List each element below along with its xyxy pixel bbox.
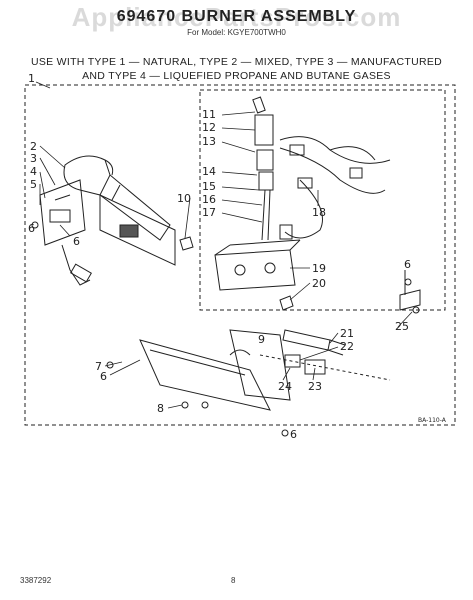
- callout-6d: 6: [404, 258, 411, 271]
- gas-pipe: [282, 329, 346, 356]
- callout-9: 9: [258, 333, 265, 346]
- orifice-fittings: [179, 236, 294, 311]
- side-bracket: [399, 270, 421, 311]
- callout-11: 11: [202, 108, 216, 121]
- document-number: 3387292: [20, 576, 52, 585]
- callout-4: 4: [30, 165, 37, 178]
- model-subtitle: For Model: KGYE700TWH0: [187, 28, 286, 37]
- leader-lines: [35, 81, 413, 409]
- shield-label: [119, 224, 139, 238]
- callout-10: 10: [177, 192, 191, 205]
- callout-17: 17: [202, 206, 216, 219]
- callout-21: 21: [340, 327, 354, 340]
- callout-14: 14: [202, 165, 216, 178]
- callout-25: 25: [395, 320, 409, 333]
- valve-group-frame: [199, 89, 446, 311]
- gas-type-line-2: AND TYPE 4 — LIQUEFIED PROPANE AND BUTAN…: [82, 70, 391, 82]
- regulator-parts: [259, 354, 391, 381]
- gas-type-note: USE WITH TYPE 1 — NATURAL, TYPE 2 — MIXE…: [20, 55, 453, 83]
- page-number: 8: [231, 576, 236, 585]
- mounting-bracket: [139, 329, 291, 411]
- callout-18: 18: [312, 206, 326, 219]
- gas-type-line-1: USE WITH TYPE 1 — NATURAL, TYPE 2 — MIXE…: [30, 56, 443, 68]
- solenoid-coils: [252, 96, 274, 241]
- callout-16: 16: [202, 193, 216, 206]
- callout-6c: 6: [100, 370, 107, 383]
- callout-8: 8: [157, 402, 164, 415]
- callout-3: 3: [30, 152, 37, 165]
- gas-valve: [214, 239, 301, 291]
- assembly-frame: [24, 84, 456, 426]
- callout-12: 12: [202, 121, 216, 134]
- callout-22: 22: [340, 340, 354, 353]
- callout-6e: 6: [290, 428, 297, 441]
- callout-19: 19: [312, 262, 326, 275]
- callout-7: 7: [95, 360, 102, 373]
- wire-harness: [279, 136, 391, 240]
- callout-2: 2: [30, 140, 37, 153]
- callout-6a: 6: [28, 222, 35, 235]
- screws: [31, 221, 420, 437]
- callout-labels: 1 2 3 4 5 6 6 7 6 8 10 11 12 13 14 15 16…: [28, 72, 447, 441]
- callout-24: 24: [278, 380, 292, 393]
- watermark: AppliancePartsPros.com: [71, 2, 402, 32]
- callout-20: 20: [312, 277, 326, 290]
- callout-13: 13: [202, 135, 216, 148]
- callout-15: 15: [202, 180, 216, 193]
- burner-tube: [63, 155, 171, 241]
- diagram-title: 694670 BURNER ASSEMBLY: [116, 8, 357, 25]
- callout-5: 5: [30, 178, 37, 191]
- callout-6b: 6: [73, 235, 80, 248]
- heat-shield: [99, 194, 176, 266]
- igniter-bracket: [39, 179, 92, 286]
- callout-1: 1: [28, 72, 35, 85]
- callout-23: 23: [308, 380, 322, 393]
- diagram-code: BA-110-A: [418, 417, 447, 424]
